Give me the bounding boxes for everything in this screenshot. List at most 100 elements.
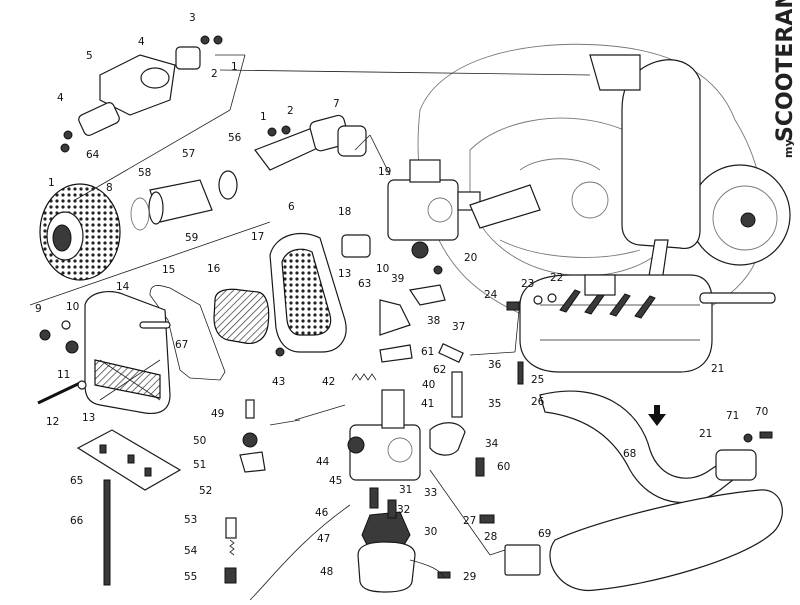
callout-67: 67 [175, 339, 188, 351]
seal-loop [149, 285, 226, 381]
callout-58: 58 [138, 167, 151, 179]
callout-42: 42 [322, 376, 335, 388]
washer [61, 320, 71, 330]
callout-56: 56 [228, 132, 242, 144]
tail-exhaust [504, 390, 783, 592]
callout-8: 8 [106, 182, 113, 194]
callout-7: 7 [333, 98, 340, 110]
callout-40: 40 [422, 379, 435, 391]
callout-13: 13 [338, 268, 351, 280]
callout-24: 24 [484, 289, 498, 301]
callout-18: 18 [338, 206, 351, 218]
pin [139, 321, 171, 329]
callout-1b: 1 [48, 177, 55, 189]
callout-29: 29 [463, 571, 476, 583]
callout-22: 22 [550, 272, 563, 284]
callout-44: 44 [316, 456, 330, 468]
logo-name: SCOOTERAMA [773, 0, 798, 142]
callout-43: 43 [272, 376, 285, 388]
callout-6: 6 [288, 201, 295, 213]
callout-69: 69 [538, 528, 551, 540]
rod [103, 479, 111, 586]
callout-27: 27 [463, 515, 476, 527]
callout-60: 60 [497, 461, 510, 473]
adjust-screw [438, 343, 464, 363]
air-filter [39, 183, 121, 281]
callout-70: 70 [755, 406, 768, 418]
filter-element [213, 288, 270, 345]
callout-34: 34 [485, 438, 499, 450]
callout-50: 50 [193, 435, 206, 447]
nut [65, 340, 79, 354]
callout-21b: 21 [699, 428, 712, 440]
throttle-linkage [379, 284, 446, 363]
filter-housing [269, 232, 347, 353]
callout-17: 17 [251, 231, 264, 243]
inlet-manifold [60, 35, 223, 153]
leader-lines [29, 54, 591, 601]
callout-55: 55 [184, 571, 197, 583]
callout-45: 45 [329, 475, 342, 487]
callout-3: 3 [189, 12, 196, 24]
callout-51: 51 [193, 459, 206, 471]
callout-57: 57 [182, 148, 195, 160]
callout-49: 49 [211, 408, 224, 420]
callout-10b: 10 [66, 301, 79, 313]
callout-28: 28 [484, 531, 497, 543]
stud [451, 371, 463, 418]
callout-65: 65 [70, 475, 83, 487]
fasteners [224, 265, 773, 584]
washer-2 [77, 380, 87, 390]
callout-5: 5 [86, 50, 93, 62]
logo-prefix: my [782, 139, 795, 158]
callout-9: 9 [35, 303, 42, 315]
float-bowl [357, 511, 416, 593]
callout-36: 36 [488, 359, 502, 371]
callout-62: 62 [433, 364, 446, 376]
callout-61: 61 [421, 346, 434, 358]
callout-48: 48 [320, 566, 333, 578]
callout-labels: 1 2 3 4 5 4 64 1 1 2 7 56 57 58 8 6 19 1… [35, 12, 768, 583]
callout-16: 16 [207, 263, 221, 275]
callout-47: 47 [317, 533, 330, 545]
inlet-tube [254, 114, 367, 171]
muffler [519, 274, 776, 373]
carb-body [347, 389, 466, 481]
carburettor [387, 159, 481, 259]
intake-sleeve [130, 170, 238, 231]
callout-52: 52 [199, 485, 212, 497]
callout-2b: 2 [287, 105, 294, 117]
callout-2: 2 [211, 68, 218, 80]
callout-4: 4 [138, 36, 145, 48]
callout-21: 21 [711, 363, 724, 375]
callout-25: 25 [531, 374, 544, 386]
backing-plate [84, 291, 171, 415]
wing-nut [39, 329, 51, 341]
callout-14: 14 [116, 281, 130, 293]
callout-23: 23 [521, 278, 534, 290]
callout-26: 26 [531, 396, 545, 408]
callout-10: 10 [376, 263, 389, 275]
gasket [341, 234, 371, 258]
callout-53: 53 [184, 514, 197, 526]
flywheel-cover [689, 164, 791, 266]
bolt [37, 381, 81, 405]
callout-54: 54 [184, 545, 198, 557]
callout-13b: 13 [82, 412, 95, 424]
callout-38: 38 [427, 315, 440, 327]
callout-63: 63 [358, 278, 371, 290]
callout-11: 11 [57, 369, 70, 381]
callout-15: 15 [162, 264, 175, 276]
callout-39: 39 [391, 273, 404, 285]
connecting-pipe [469, 184, 541, 229]
callout-37: 37 [452, 321, 465, 333]
scooterama-logo: my SCOOTERAMA [773, 0, 798, 158]
callout-66: 66 [70, 515, 84, 527]
down-arrow-icon [648, 405, 666, 426]
callout-19: 19 [378, 166, 391, 178]
spring [351, 373, 377, 381]
callout-64: 64 [86, 149, 100, 161]
callout-68: 68 [623, 448, 636, 460]
